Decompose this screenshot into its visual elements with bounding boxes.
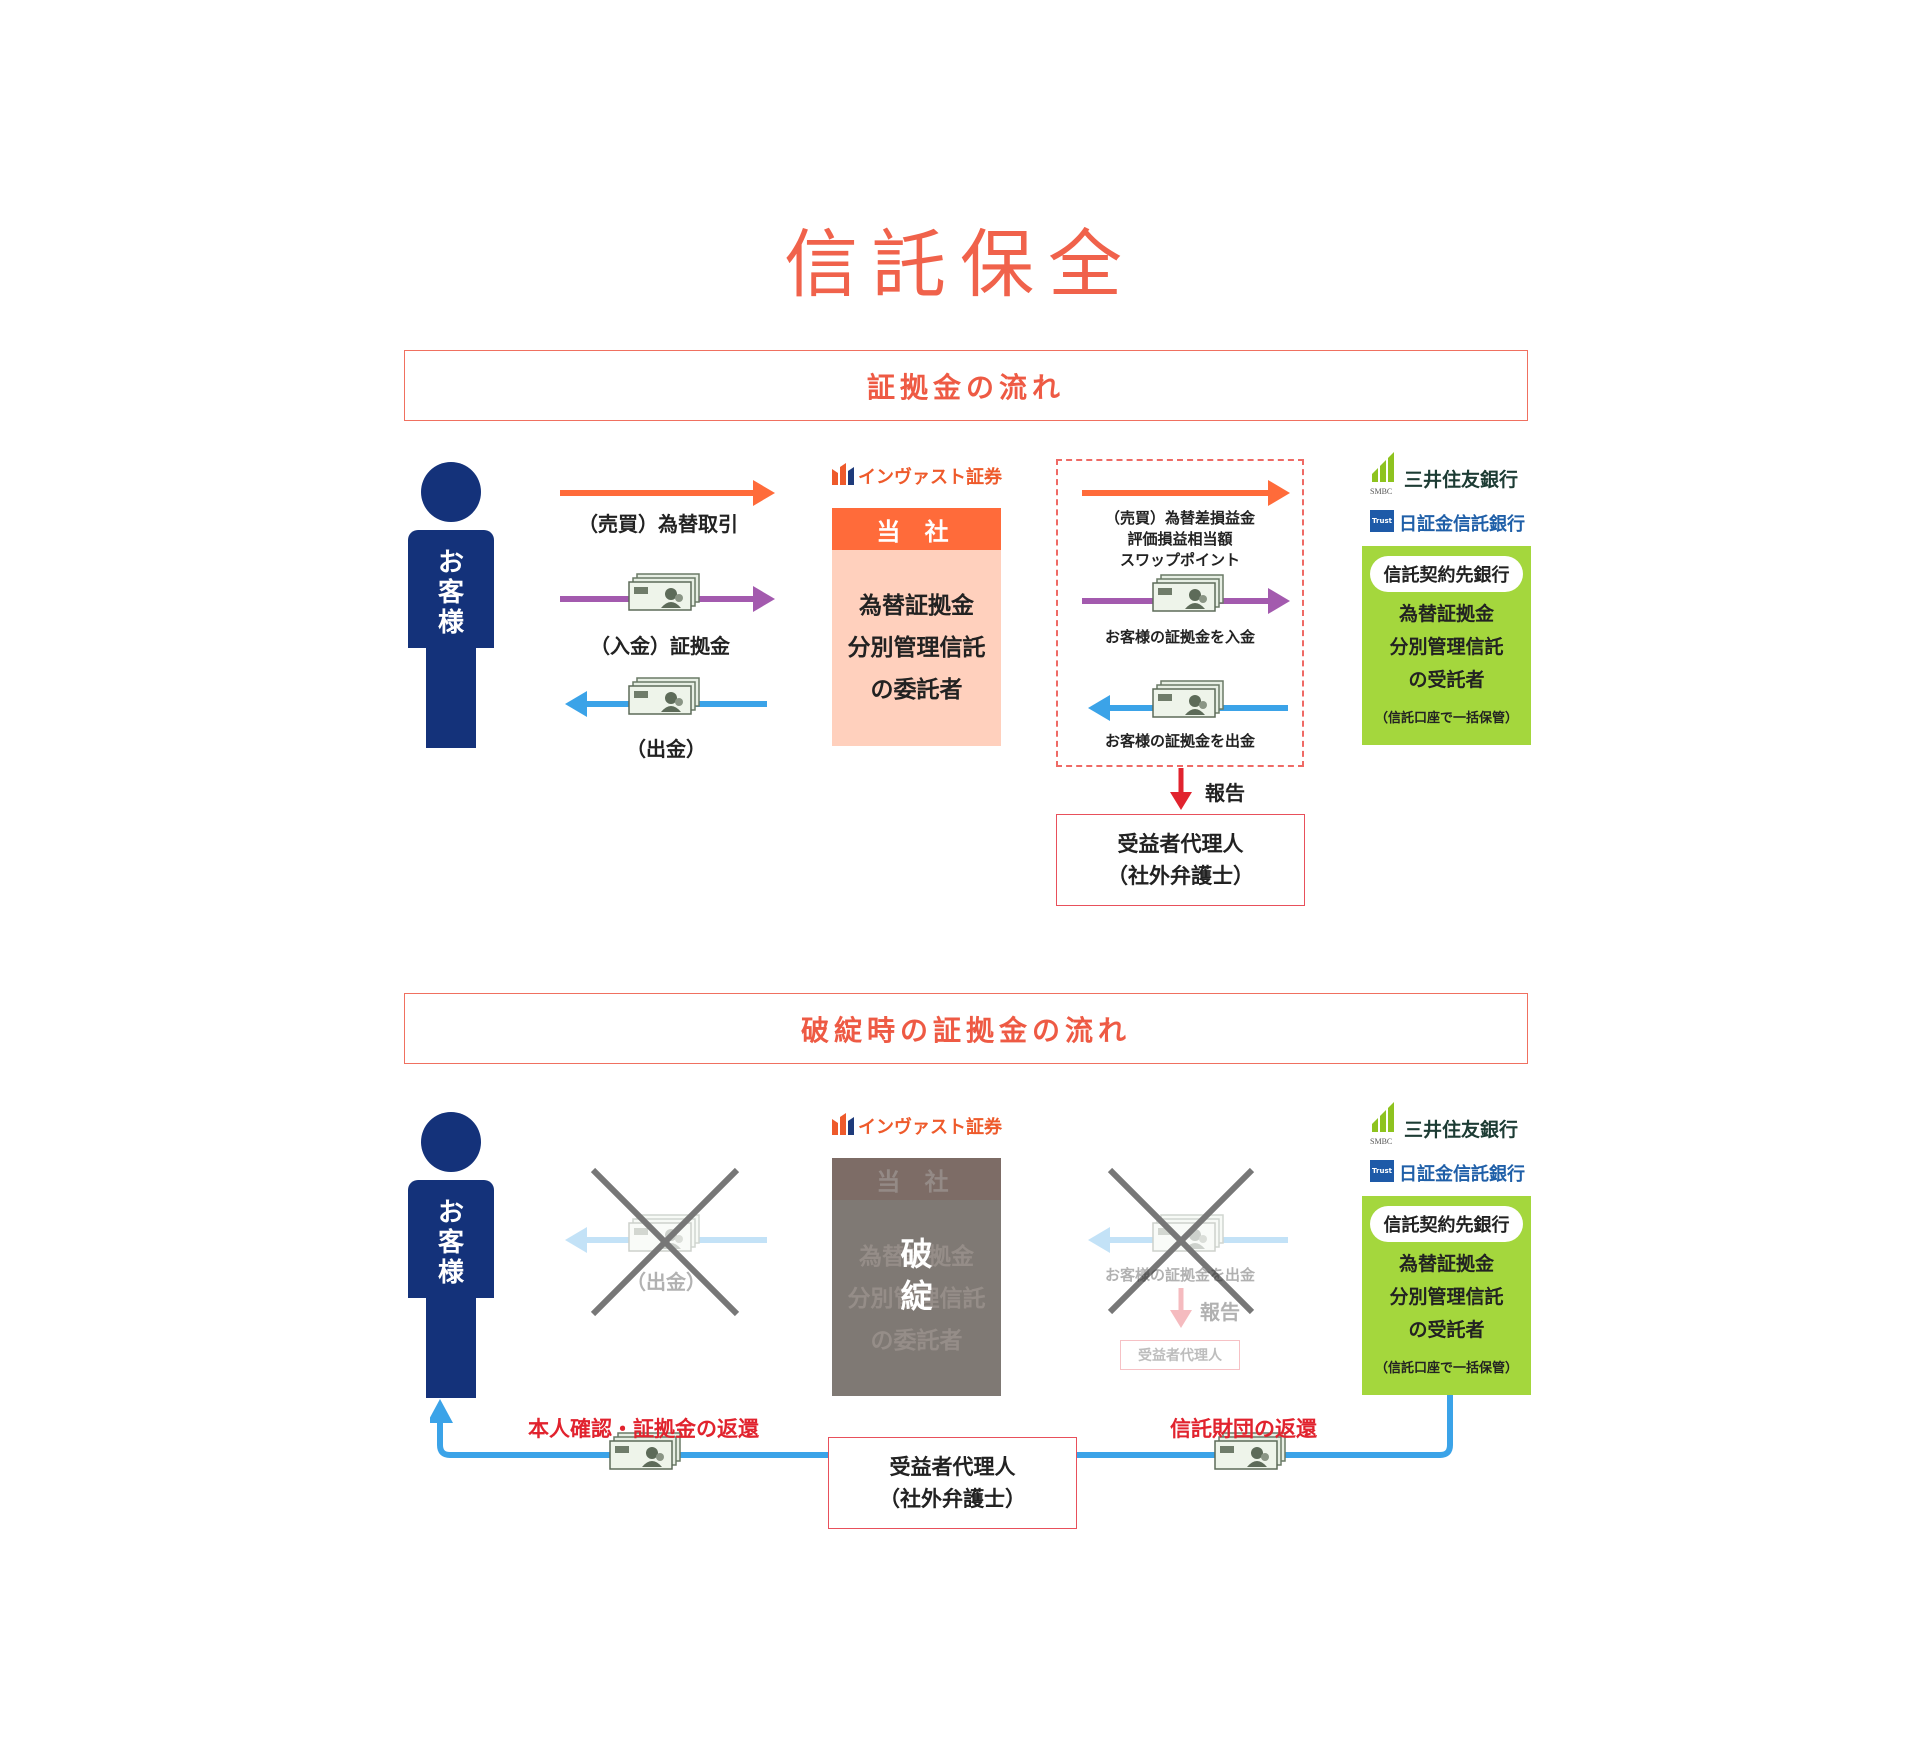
trust-note: （信託口座で一括保管）: [1374, 711, 1518, 726]
trade-arrow-head: [753, 480, 775, 506]
bank2-name: 日証金信託銀行: [1399, 1164, 1525, 1185]
middle-arrows: [1082, 480, 1290, 721]
money-icon: [1152, 574, 1224, 612]
withdraw-arrow-head: [565, 691, 587, 717]
bank2-name: 日証金信託銀行: [1399, 514, 1525, 535]
beneficiary-agent-box: 受益者代理人 （社外弁護士）: [1056, 814, 1305, 906]
trust-contract-pill: 信託契約先銀行: [1370, 1206, 1523, 1242]
deposit-label: （入金）証拠金: [590, 634, 730, 658]
money-icon: [628, 677, 700, 715]
svg-text:SMBC: SMBC: [1370, 487, 1392, 496]
customer-label: お客様: [437, 548, 464, 638]
company-line: の委託者: [870, 677, 963, 703]
bankrupt-label: 破 綻: [900, 1235, 933, 1315]
report-label: 報告: [1200, 1300, 1240, 1324]
deposit-arrow-head: [753, 586, 775, 612]
beneficiary-agent-small: 受益者代理人: [1120, 1340, 1240, 1370]
money-icon: [628, 573, 700, 611]
report-arrow: [1170, 768, 1192, 810]
section-heading-bankruptcy: 破綻時の証拠金の流れ: [404, 993, 1528, 1064]
bank1-name: 三井住友銀行: [1404, 469, 1519, 491]
return-arrow-head: [430, 1399, 453, 1423]
pnl-arrow-head: [1268, 480, 1290, 506]
trust-contract-pill: 信託契約先銀行: [1370, 556, 1523, 592]
section-heading-flow: 証拠金の流れ: [404, 350, 1528, 421]
invast-logo-text: インヴァスト証券: [858, 1117, 1002, 1138]
trade-label: （売買）為替取引: [578, 512, 738, 536]
svg-text:SMBC: SMBC: [1370, 1137, 1392, 1146]
smbc-logo-icon: SMBC: [1370, 452, 1394, 496]
beneficiary-agent-box: 受益者代理人 （社外弁護士）: [828, 1437, 1077, 1529]
cancelled-withdraw: [565, 1167, 767, 1317]
company-box: 為替証拠金 分別管理信託 の委託者: [832, 550, 1001, 746]
mid-deposit-arrow-head: [1268, 588, 1290, 614]
customer-figure: [408, 1112, 494, 1398]
mid-withdraw-arrow-head: [1088, 695, 1110, 721]
left-arrows: [560, 480, 775, 717]
trust-note: （信託口座で一括保管）: [1374, 1361, 1518, 1376]
trust-bank-box: 信託契約先銀行 為替証拠金 分別管理信託 の受託者 （信託口座で一括保管）: [1362, 546, 1531, 745]
trust-bank-box: 信託契約先銀行 為替証拠金 分別管理信託 の受託者 （信託口座で一括保管）: [1362, 1196, 1531, 1395]
company-line: 分別管理信託: [847, 635, 986, 661]
customer-label: お客様: [437, 1198, 464, 1288]
invast-logo-icon: [832, 1113, 854, 1135]
trust-bank-logo-icon: Trust: [1370, 1160, 1394, 1182]
withdraw-label: （出金）: [626, 1270, 706, 1294]
mid-withdraw-label: お客様の証拠金を出金: [1104, 732, 1255, 750]
bank1-name: 三井住友銀行: [1404, 1119, 1519, 1141]
company-header: 当 社: [832, 1158, 1001, 1200]
bankrupt-company-box: 当 社 為替証拠金 分別管理信託 の委託者 破 綻: [832, 1158, 1001, 1396]
invast-logo-icon: [832, 463, 854, 485]
smbc-logo-icon: SMBC: [1370, 1102, 1394, 1146]
pnl-labels: （売買）為替差損益金 評価損益相当額 スワップポイント: [1104, 509, 1255, 569]
mid-withdraw-label: お客様の証拠金を出金: [1104, 1266, 1255, 1284]
trust-flow-box: [1056, 459, 1304, 767]
withdraw-label: （出金）: [626, 737, 706, 761]
mid-deposit-label: お客様の証拠金を入金: [1104, 628, 1255, 646]
cancelled-mid-flow: [1088, 1167, 1288, 1328]
trust-bank-logo-icon: Trust: [1370, 510, 1394, 532]
return-right-label: 信託財団の返還: [1170, 1417, 1317, 1441]
customer-figure: [408, 462, 494, 748]
company-header: 当 社: [832, 508, 1001, 550]
page-title: 信託保全: [784, 222, 1136, 308]
money-icon: [1152, 680, 1224, 718]
return-left-label: 本人確認・証拠金の返還: [528, 1417, 759, 1441]
report-label: 報告: [1205, 781, 1245, 805]
company-line: 為替証拠金: [859, 593, 974, 619]
invast-logo-text: インヴァスト証券: [858, 467, 1002, 488]
